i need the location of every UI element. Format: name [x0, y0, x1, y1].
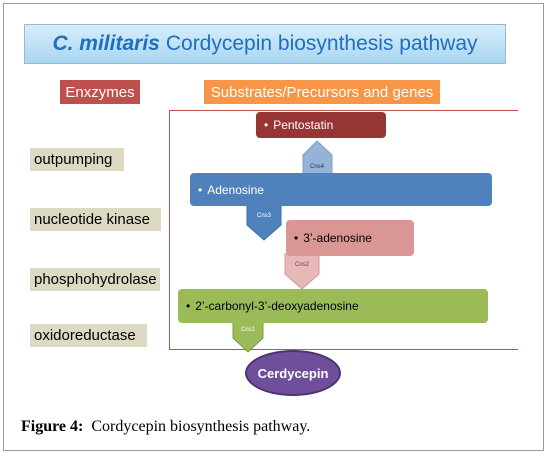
substrates-header: Substrates/Precursors and genes	[204, 80, 440, 104]
compound-3-adenosine: • 3’-adenosine	[286, 220, 414, 256]
cns2-arrow	[284, 253, 320, 290]
diagram-title: C. militaris Cordycepin biosynthesis pat…	[24, 24, 506, 64]
pathway-border	[169, 110, 518, 350]
cns2-label: Cns2	[295, 262, 310, 268]
compound-2-carbonyl-3-deoxyadenosine: • 2’-carbonyl-3’-deoxyadenosine	[178, 289, 488, 323]
cns1-label: Cns1	[241, 327, 256, 333]
cns3-arrow	[246, 204, 282, 241]
compound-label: Pentostatin	[273, 118, 334, 132]
bullet: •	[198, 182, 203, 197]
product-cerdycepin: Cerdycepin	[245, 350, 341, 396]
compound-pentostatin: • Pentostatin	[256, 112, 386, 138]
compound-label: Adenosine	[207, 182, 264, 197]
bullet: •	[186, 299, 191, 313]
title-text: Cordycepin biosynthesis pathway	[165, 32, 478, 55]
cns4-label: Cns4	[310, 164, 325, 170]
caption-label: Figure 4:	[21, 418, 84, 435]
enzyme-outpumping: outpumping	[30, 148, 124, 171]
bullet: •	[294, 231, 299, 245]
title-species: C. militaris	[52, 32, 160, 55]
compound-adenosine: • Adenosine	[190, 173, 492, 206]
compound-label: 3’-adenosine	[303, 231, 372, 245]
enzymes-header: Enxzymes	[60, 80, 140, 104]
enzyme-nucleotide-kinase: nucleotide kinase	[30, 208, 161, 231]
enzyme-phosphohydrolase: phosphohydrolase	[30, 268, 160, 291]
caption-text: Cordycepin biosynthesis pathway.	[91, 418, 311, 435]
cns3-label: Cns3	[257, 213, 272, 219]
figure-frame	[3, 3, 544, 451]
bullet: •	[264, 118, 269, 132]
enzyme-oxidoreductase: oxidoreductase	[30, 324, 147, 347]
figure-caption: Figure 4: Cordycepin biosynthesis pathwa…	[21, 418, 310, 436]
compound-label: 2’-carbonyl-3’-deoxyadenosine	[195, 299, 359, 313]
